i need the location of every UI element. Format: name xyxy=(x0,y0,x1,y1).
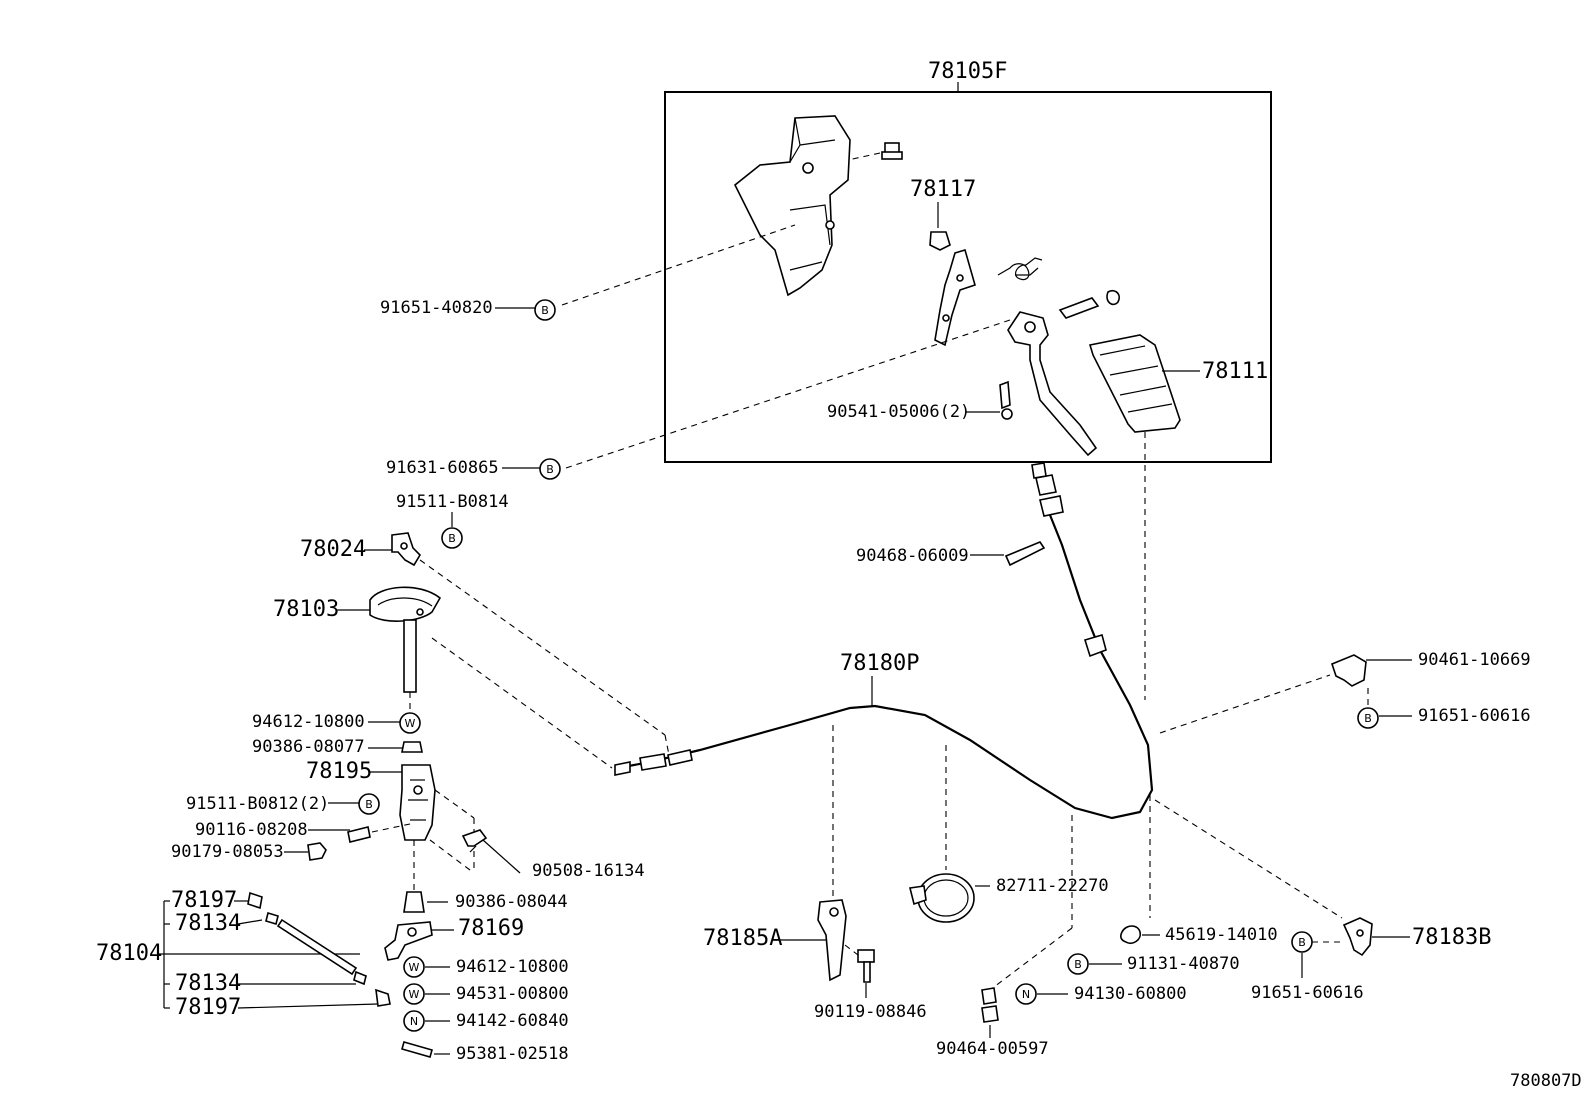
label-95381-02518: 95381-02518 xyxy=(456,1044,569,1064)
label-78024: 78024 xyxy=(300,537,366,562)
label-82711-22270: 82711-22270 xyxy=(996,876,1109,896)
label-90116-08208: 90116-08208 xyxy=(195,820,308,840)
label-78104: 78104 xyxy=(96,941,162,966)
label-94130-60800: 94130-60800 xyxy=(1074,984,1187,1004)
bolt-callout-91511-B0812: B xyxy=(358,793,380,815)
clamp-band-82711-22270 xyxy=(909,873,975,923)
label-91511-B0814: 91511-B0814 xyxy=(396,492,509,512)
pedal-pad-78111 xyxy=(1088,334,1181,433)
label-90541-05006: 90541-05006(2) xyxy=(827,402,970,422)
bolt-callout-91651-60616-b: B xyxy=(1291,931,1313,953)
label-78169: 78169 xyxy=(458,916,524,941)
washer-callout-b: W xyxy=(403,956,425,978)
label-90508-16134: 90508-16134 xyxy=(532,861,645,881)
return-spring xyxy=(997,257,1043,281)
label-78185A: 78185A xyxy=(703,926,782,951)
stud-90116-08208 xyxy=(347,826,371,843)
washer-callout-a: W xyxy=(399,712,421,734)
label-90468-06009: 90468-06009 xyxy=(856,546,969,566)
bolt-callout-91131-40870: B xyxy=(1067,953,1089,975)
label-91511-B0812: 91511-B0812(2) xyxy=(186,794,329,814)
label-90464-00597: 90464-00597 xyxy=(936,1039,1049,1059)
svg-text:N: N xyxy=(410,1015,418,1028)
grommet-45619-14010 xyxy=(1120,925,1142,945)
assembly-title: 78105F xyxy=(928,59,1007,84)
washer-callout-c: W xyxy=(403,983,425,1005)
svg-text:W: W xyxy=(409,961,420,974)
label-94531-00800: 94531-00800 xyxy=(456,984,569,1004)
label-45619-14010: 45619-14010 xyxy=(1165,925,1278,945)
label-78197-a: 78197 xyxy=(171,888,237,913)
label-90119-08846: 90119-08846 xyxy=(814,1002,927,1022)
bolt-90119-08846 xyxy=(857,949,875,983)
label-78134-a: 78134 xyxy=(175,911,241,936)
clip-90464-00597 xyxy=(981,987,999,1023)
svg-text:B: B xyxy=(541,304,549,317)
stopper-plate xyxy=(934,249,976,347)
bushing-90386-08077 xyxy=(401,741,423,753)
label-78195: 78195 xyxy=(306,759,372,784)
clip-90508-16134 xyxy=(461,829,488,853)
pin-95381-02518 xyxy=(401,1041,433,1058)
svg-text:N: N xyxy=(1022,988,1030,1001)
clip-78117 xyxy=(929,231,951,251)
svg-text:B: B xyxy=(1074,958,1082,971)
label-78117: 78117 xyxy=(910,177,976,202)
lever-78169 xyxy=(384,921,433,961)
housing-bolt xyxy=(881,142,903,160)
cable-78180P xyxy=(614,462,1154,820)
bracket-78195 xyxy=(399,764,436,841)
label-78180P: 78180P xyxy=(840,651,919,676)
svg-text:B: B xyxy=(1298,936,1306,949)
label-91651-60616-b: 91651-60616 xyxy=(1251,983,1364,1003)
label-91651-40820: 91651-40820 xyxy=(380,298,493,318)
label-94612-10800-a: 94612-10800 xyxy=(252,712,365,732)
figure-code: 780807D xyxy=(1510,1071,1582,1091)
svg-text:B: B xyxy=(448,532,456,545)
bolt-callout-91651-40820: B xyxy=(534,299,556,321)
assembly-box-78105F xyxy=(664,91,1272,463)
label-94142-60840: 94142-60840 xyxy=(456,1011,569,1031)
bolt-callout-91631-60865: B xyxy=(539,458,561,480)
rod-78104 xyxy=(247,891,391,1007)
label-94612-10800-b: 94612-10800 xyxy=(456,957,569,977)
label-78111: 78111 xyxy=(1202,359,1268,384)
bushing-90386-08044 xyxy=(403,891,425,913)
label-91631-60865: 91631-60865 xyxy=(386,458,499,478)
clip-90468-06009 xyxy=(1004,541,1046,567)
bracket-78183B xyxy=(1342,917,1373,957)
bracket-78024 xyxy=(391,532,422,567)
label-90386-08044: 90386-08044 xyxy=(455,892,568,912)
label-78103: 78103 xyxy=(273,597,339,622)
svg-text:W: W xyxy=(405,717,416,730)
label-90179-08053: 90179-08053 xyxy=(171,842,284,862)
label-90386-08077: 90386-08077 xyxy=(252,737,365,757)
label-90461-10669: 90461-10669 xyxy=(1418,650,1531,670)
label-78197-b: 78197 xyxy=(175,995,241,1020)
label-78134-b: 78134 xyxy=(175,971,241,996)
svg-text:B: B xyxy=(365,798,373,811)
label-78183B: 78183B xyxy=(1412,925,1491,950)
pedal-bushing xyxy=(1058,289,1120,319)
label-91651-60616-a: 91651-60616 xyxy=(1418,706,1531,726)
nut-90179-08053 xyxy=(307,842,327,861)
bolt-callout-91651-60616-a: B xyxy=(1357,707,1379,729)
svg-text:B: B xyxy=(546,463,554,476)
nut-callout-94130-60800: N xyxy=(1015,983,1037,1005)
svg-text:W: W xyxy=(409,988,420,1001)
clamp-90461-10669 xyxy=(1331,654,1367,687)
svg-text:B: B xyxy=(1364,712,1372,725)
lever-78103 xyxy=(369,586,442,693)
pedal-bracket-housing xyxy=(733,115,851,297)
screw-90541 xyxy=(999,380,1013,420)
nut-callout-a: N xyxy=(403,1010,425,1032)
pedal-arm xyxy=(1007,311,1098,457)
bolt-callout-91511-B0814: B xyxy=(441,527,463,549)
bracket-78185A xyxy=(817,899,847,982)
label-91131-40870: 91131-40870 xyxy=(1127,954,1240,974)
